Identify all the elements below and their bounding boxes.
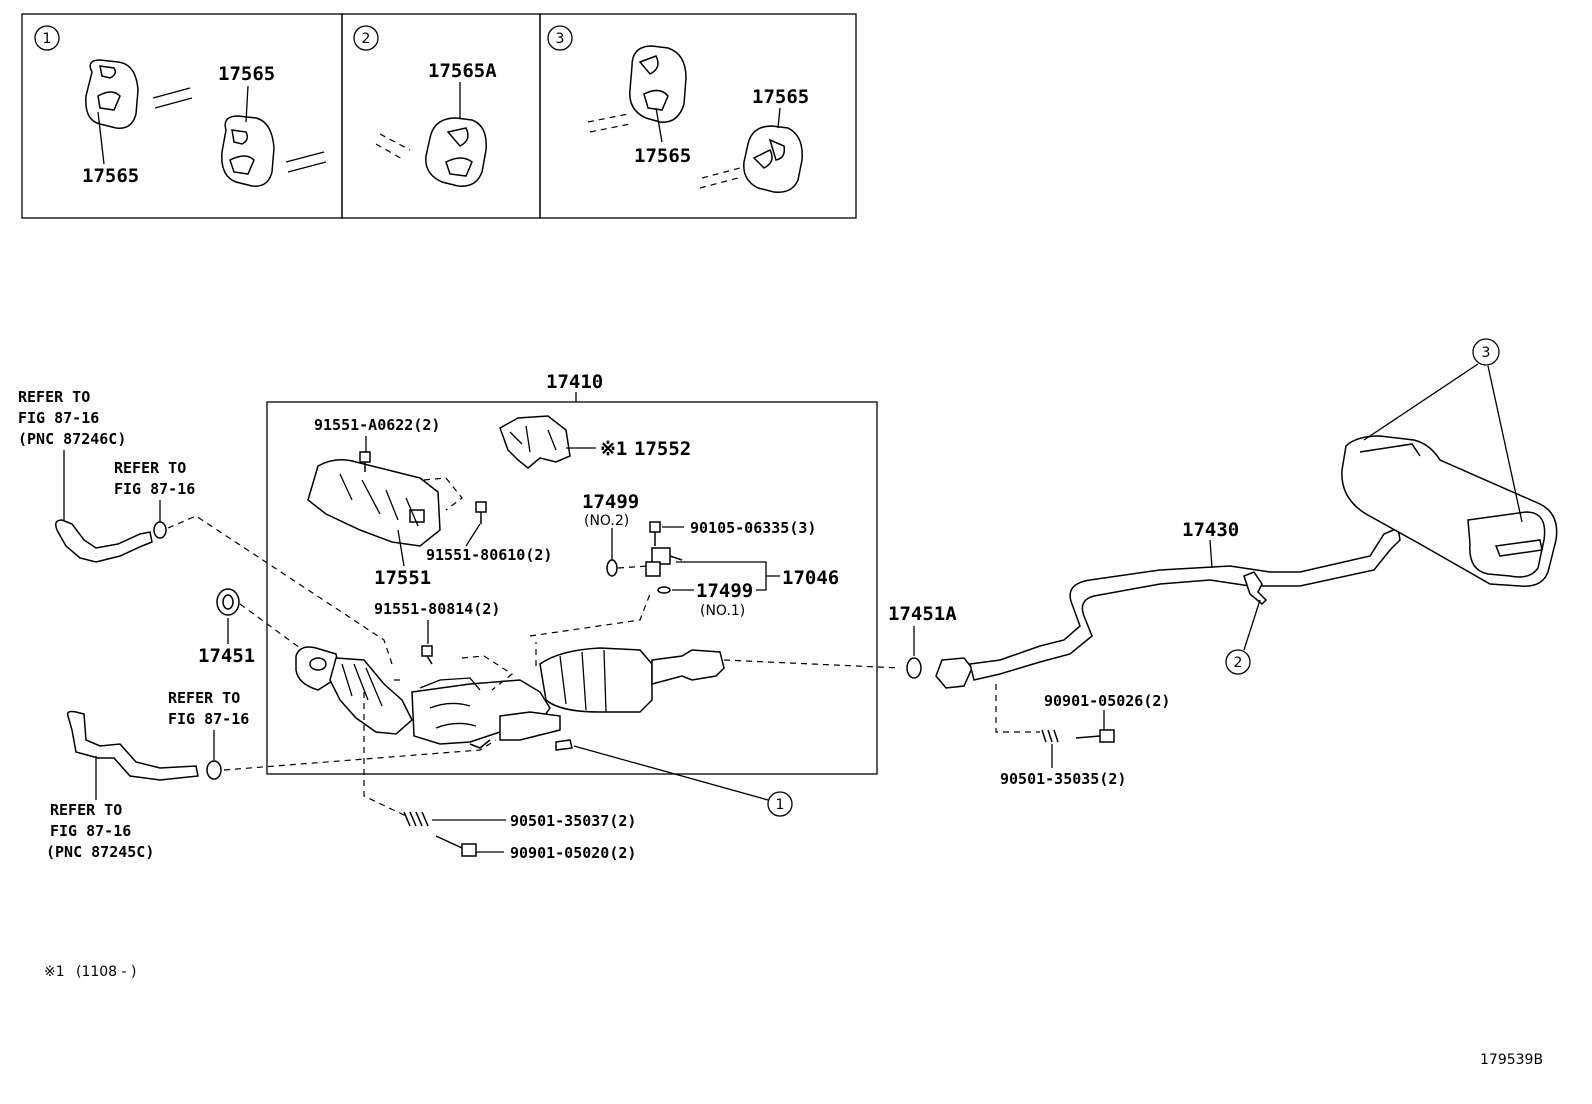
- detail-box-1: 1 17565 17565: [21, 13, 343, 219]
- ref3-line2: FIG 87-16: [168, 710, 249, 728]
- detail-box-2: 2 17565A: [341, 13, 541, 219]
- ref-group-2: REFER TO FIG 87-16: [114, 459, 195, 522]
- part-17499-no1-sub: (NO.1): [700, 603, 745, 619]
- detail1-label-a: 17565: [82, 165, 139, 187]
- detail3-label-b: 17565: [752, 86, 809, 108]
- ref1-line1: REFER TO: [18, 388, 90, 406]
- marker-1: 1: [776, 797, 785, 813]
- heat-insulator-17552: [499, 415, 571, 469]
- gasket-17451-icon: [216, 588, 240, 616]
- front-exhaust-pipe-converter: [295, 646, 725, 751]
- ref-group-1: REFER TO FIG 87-16 (PNC 87246C): [18, 388, 126, 520]
- marker-3: 3: [1482, 345, 1491, 361]
- part-17499-no2-sub: (NO.2): [584, 513, 629, 529]
- ref4-line1: REFER TO: [50, 801, 122, 819]
- ref-group-3: REFER TO FIG 87-16: [168, 689, 249, 760]
- detail-box-3: 3 17565 17565: [539, 13, 857, 219]
- part-17499-no1-label: 17499: [696, 580, 753, 602]
- detail3-label-a: 17565: [634, 145, 691, 167]
- ref2-line2: FIG 87-16: [114, 480, 195, 498]
- catalytic-converter-assembly-box: 17410: [266, 371, 878, 775]
- part-90901-05026-label: 90901-05026(2): [1044, 692, 1170, 710]
- ref1-line3: (PNC 87246C): [18, 430, 126, 448]
- part-17552-label: 17552: [634, 438, 691, 460]
- detail2-label: 17565A: [428, 60, 497, 82]
- oxygen-sensor-17046-icon: [645, 547, 683, 577]
- part-17551-label: 17551: [374, 567, 431, 589]
- ref3-line1: REFER TO: [168, 689, 240, 707]
- gasket-17451a-icon: [906, 657, 922, 679]
- footnote-text: (1108 - ): [76, 964, 137, 980]
- spring-90501-35037-icon: [403, 811, 506, 827]
- bolt-90105-06335-icon: [649, 521, 661, 546]
- heat-insulator-17551: [307, 459, 463, 547]
- part-90105-06335-label: 90105-06335(3): [690, 519, 816, 537]
- part-90901-05020-label: 90901-05020(2): [510, 844, 636, 862]
- part-17451-label: 17451: [198, 645, 255, 667]
- diagram-id: 179539B: [1480, 1052, 1543, 1068]
- ref4-line2: FIG 87-16: [50, 822, 131, 840]
- part-17451a-label: 17451A: [888, 603, 957, 625]
- vacuum-hose-upper-left: [55, 515, 393, 665]
- part-90501-35035-label: 90501-35035(2): [1000, 770, 1126, 788]
- spring-90501-35035-icon: [1041, 729, 1059, 768]
- part-17552-note: ※1: [600, 438, 627, 460]
- detail1-label-b: 17565: [218, 63, 275, 85]
- part-91551-80610-label: 91551-80610(2): [426, 546, 552, 564]
- part-17499-no2-label: 17499: [582, 491, 639, 513]
- ref1-line2: FIG 87-16: [18, 409, 99, 427]
- detail-marker-1: 1: [43, 31, 52, 47]
- gasket-17499-no1-icon: [657, 586, 671, 594]
- part-17410-label: 17410: [546, 371, 603, 393]
- part-17046-label: 17046: [782, 567, 839, 589]
- footnote-symbol: ※1: [44, 964, 65, 980]
- part-91551-a0622-label: 91551-A0622(2): [314, 416, 440, 434]
- detail-marker-3: 3: [556, 31, 565, 47]
- gasket-17499-no2-icon: [606, 559, 618, 577]
- bolt-90901-05026-icon: [1075, 710, 1115, 743]
- detail-marker-2: 2: [362, 31, 371, 47]
- bolt-91551-80610-icon: [475, 501, 487, 524]
- part-91551-80814-label: 91551-80814(2): [374, 600, 500, 618]
- part-17430-label: 17430: [1182, 519, 1239, 541]
- bolt-91551-a0622-icon: [359, 451, 371, 472]
- tail-pipe-17430: [935, 526, 1401, 689]
- ref4-line3: (PNC 87245C): [46, 843, 154, 861]
- marker-2: 2: [1234, 655, 1243, 671]
- bolt-90901-05020-icon: [435, 835, 504, 857]
- vacuum-hose-lower-left: [66, 710, 497, 781]
- ref-group-4: REFER TO FIG 87-16 (PNC 87245C): [46, 756, 154, 861]
- muffler: [1341, 435, 1558, 587]
- bolt-91551-80814-icon: [421, 645, 433, 665]
- ref2-line1: REFER TO: [114, 459, 186, 477]
- part-90501-35037-label: 90501-35037(2): [510, 812, 636, 830]
